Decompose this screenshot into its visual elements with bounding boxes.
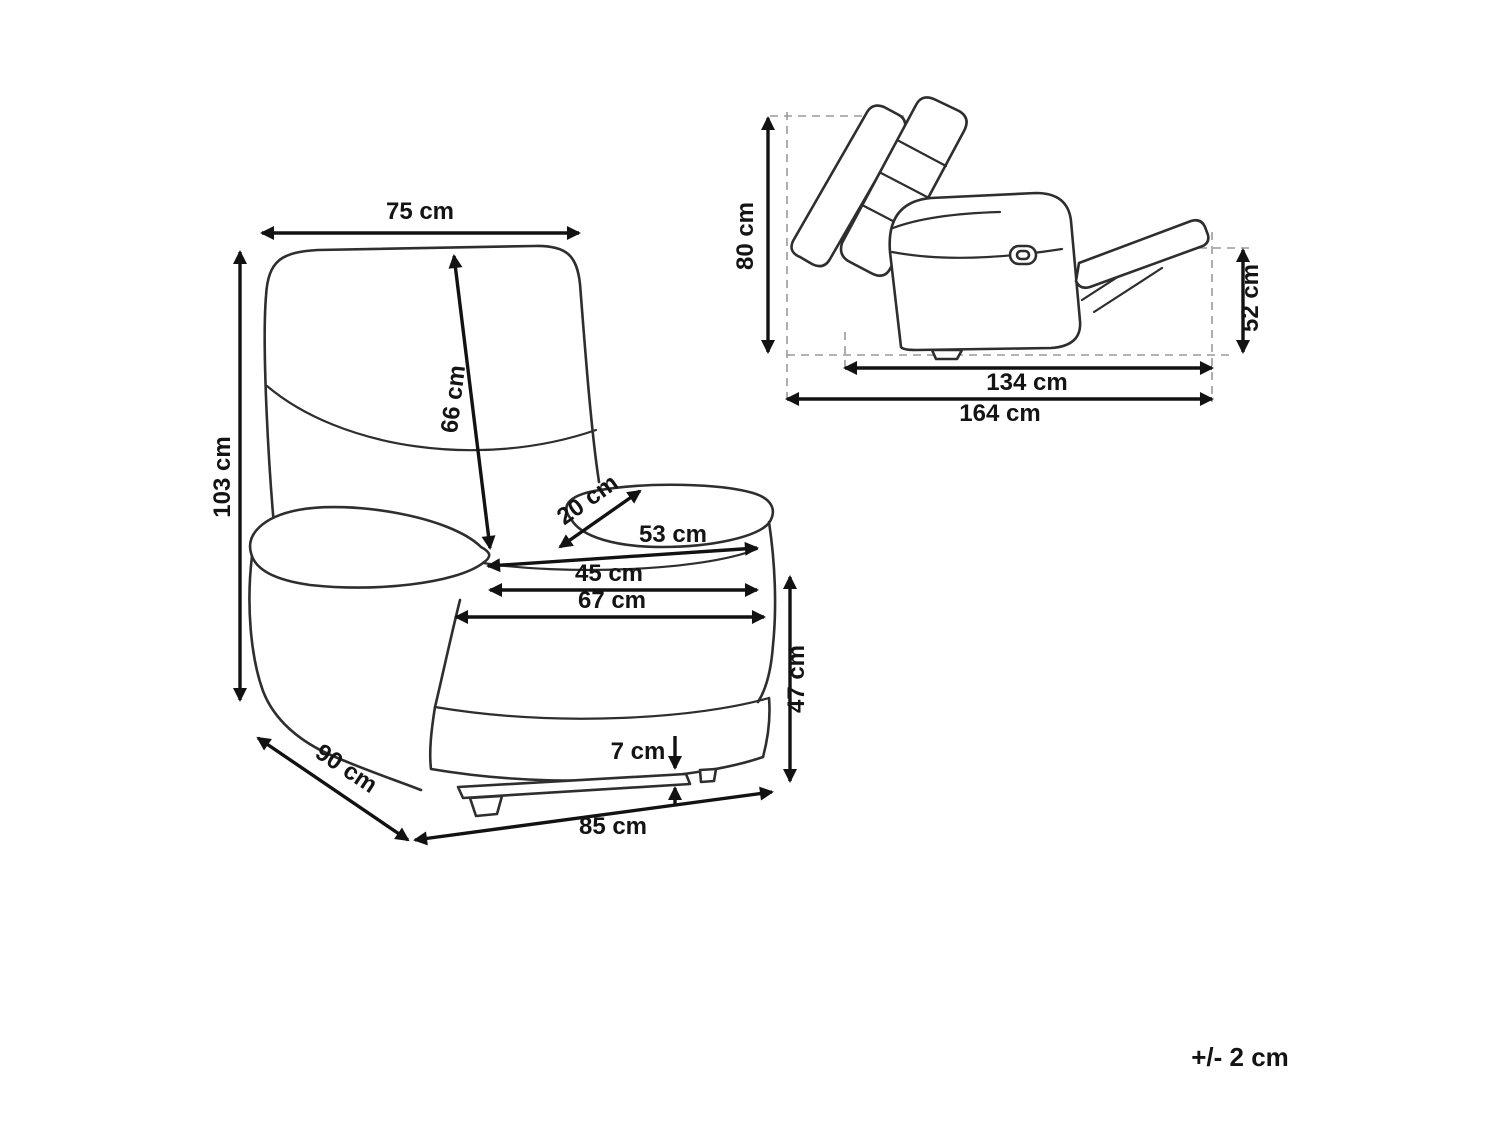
- side-armrest-contour: [890, 210, 1064, 259]
- dim-side-height: 80 cm: [732, 116, 775, 354]
- dim-backrest-height: 66 cm: [436, 254, 496, 550]
- dim-seat-width: 45 cm: [488, 560, 759, 597]
- dim-depth: 90 cm: [256, 736, 410, 842]
- dim-label-top-width: 75 cm: [386, 198, 454, 225]
- dim-front-width: 85 cm: [413, 786, 774, 846]
- dim-inner-width: 67 cm: [454, 587, 766, 624]
- dim-seat-diagonal: 53 cm: [486, 521, 759, 573]
- dim-label-reclined-length: 134 cm: [986, 369, 1067, 396]
- dim-legrest-height: 52 cm: [1236, 248, 1264, 354]
- dim-label-depth: 90 cm: [310, 739, 382, 799]
- front-footrest-foot-left: [468, 794, 504, 818]
- front-right-side: [756, 520, 777, 704]
- dim-label-total-length: 164 cm: [959, 400, 1040, 427]
- front-left-armrest: [248, 505, 491, 589]
- dim-arrow-depth: [256, 736, 410, 842]
- dim-arrow-armrest-width: [558, 489, 642, 549]
- tolerance-note: +/- 2 cm: [1191, 1042, 1289, 1072]
- dim-label-seat-width: 45 cm: [575, 560, 643, 587]
- dim-label-front-width: 85 cm: [579, 813, 647, 840]
- dim-arrow-front-width: [413, 786, 774, 846]
- front-footrest-panel: [428, 696, 771, 782]
- dim-total-length: 164 cm: [785, 392, 1214, 427]
- dim-label-legrest-height: 52 cm: [1237, 264, 1264, 332]
- side-release-handle-inner: [1015, 249, 1031, 261]
- side-view-dimensions: 80 cm 52 cm 134 cm 164 cm: [732, 116, 1264, 427]
- dim-top-width: 75 cm: [260, 198, 581, 240]
- dim-label-side-height: 80 cm: [732, 202, 759, 270]
- dim-seat-height: 47 cm: [783, 575, 810, 783]
- dim-total-height: 103 cm: [209, 250, 247, 702]
- front-backrest-seam: [265, 384, 598, 452]
- front-footrest-foot-right: [698, 767, 718, 784]
- dim-label-seat-height: 47 cm: [783, 645, 810, 713]
- side-foot-glide: [930, 348, 964, 361]
- front-backrest-outline: [263, 244, 601, 559]
- dim-label-seat-diagonal: 53 cm: [639, 521, 707, 548]
- side-head-cushion: [839, 96, 968, 278]
- dim-label-total-height: 103 cm: [209, 436, 236, 517]
- side-view-drawing: [770, 96, 1252, 402]
- dim-clearance: 7 cm: [611, 736, 682, 806]
- dim-arrow-backrest-height: [448, 254, 496, 550]
- dim-label-backrest-height: 66 cm: [436, 364, 471, 435]
- dim-arrow-seat-diagonal: [486, 541, 759, 573]
- dim-label-clearance: 7 cm: [611, 738, 666, 765]
- side-seat-body: [888, 191, 1082, 352]
- dim-label-inner-width: 67 cm: [578, 587, 646, 614]
- front-panel-seam: [433, 696, 771, 720]
- dim-reclined-length: 134 cm: [843, 361, 1214, 396]
- side-footrest-flap: [1074, 218, 1210, 290]
